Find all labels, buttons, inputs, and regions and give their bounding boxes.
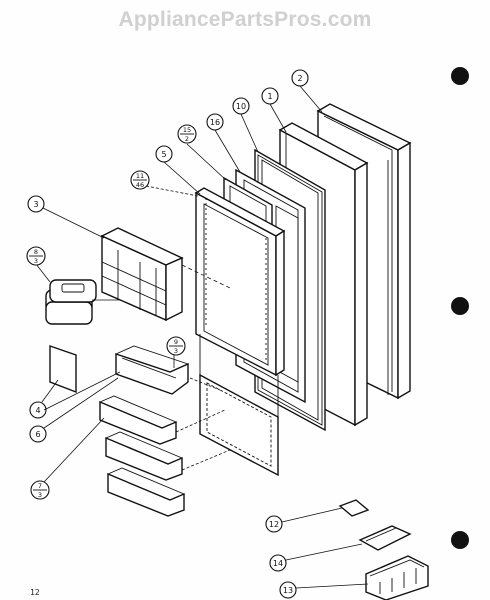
butter-dishes bbox=[45, 279, 120, 325]
callout-7: 7 3 bbox=[30, 417, 105, 500]
callout-5-label: 5 bbox=[161, 150, 166, 159]
front-door-frame bbox=[194, 187, 286, 377]
callout-8-num: 8 bbox=[34, 248, 38, 256]
callout-3-label: 3 bbox=[33, 200, 38, 209]
callout-13: 13 bbox=[279, 581, 369, 599]
callout-10-label: 10 bbox=[236, 102, 246, 111]
callout-14-label: 14 bbox=[273, 559, 283, 568]
binder-hole-bottom bbox=[451, 531, 469, 549]
watermark: AppliancePartsPros.com bbox=[118, 8, 372, 31]
callout-5: 5 bbox=[155, 145, 201, 195]
callout-8-den: 3 bbox=[34, 257, 38, 265]
binder-hole-top bbox=[451, 67, 469, 85]
callout-9-den: 3 bbox=[174, 347, 178, 355]
callout-10: 10 bbox=[232, 97, 259, 153]
storage-bin bbox=[365, 555, 429, 600]
binder-hole-middle bbox=[451, 297, 469, 315]
callout-7-den: 3 bbox=[38, 491, 42, 499]
callout-7-num: 7 bbox=[38, 482, 42, 490]
small-cover bbox=[338, 499, 370, 517]
callout-14: 14 bbox=[269, 543, 363, 572]
callout-11-num: 11 bbox=[136, 172, 144, 180]
callout-12: 12 bbox=[265, 507, 343, 533]
callout-15: 15 2 bbox=[177, 124, 227, 181]
callout-11: 11 46 bbox=[130, 170, 199, 197]
door-shelf-1 bbox=[99, 395, 177, 445]
callout-1-label: 1 bbox=[267, 92, 272, 101]
callout-4-label: 4 bbox=[35, 406, 40, 415]
callout-16-label: 16 bbox=[210, 118, 220, 127]
callout-15-den: 2 bbox=[185, 135, 189, 143]
callout-3: 3 bbox=[27, 195, 105, 239]
callout-1: 1 bbox=[261, 87, 287, 133]
lower-door-frame bbox=[199, 334, 279, 477]
callout-13-label: 13 bbox=[283, 586, 293, 595]
callout-6: 6 bbox=[29, 371, 121, 443]
shelf-divider-panel bbox=[49, 345, 77, 394]
page-number: 12 bbox=[30, 588, 40, 597]
callout-9-num: 9 bbox=[174, 338, 178, 346]
door-shelf-3 bbox=[107, 467, 185, 517]
callout-12-label: 12 bbox=[269, 520, 279, 529]
callout-8: 8 3 bbox=[26, 246, 51, 283]
door-shelf-2 bbox=[105, 431, 183, 481]
callout-15-num: 15 bbox=[183, 126, 191, 134]
callout-2: 2 bbox=[291, 69, 323, 113]
dairy-compartment bbox=[100, 227, 231, 322]
callout-6-label: 6 bbox=[35, 430, 40, 439]
callout-16: 16 bbox=[206, 113, 241, 173]
bin-lid bbox=[358, 525, 412, 551]
callout-9: 9 3 bbox=[166, 336, 186, 368]
callout-4: 4 bbox=[29, 379, 59, 419]
callout-11-den: 46 bbox=[136, 181, 144, 189]
callout-2-label: 2 bbox=[297, 74, 302, 83]
